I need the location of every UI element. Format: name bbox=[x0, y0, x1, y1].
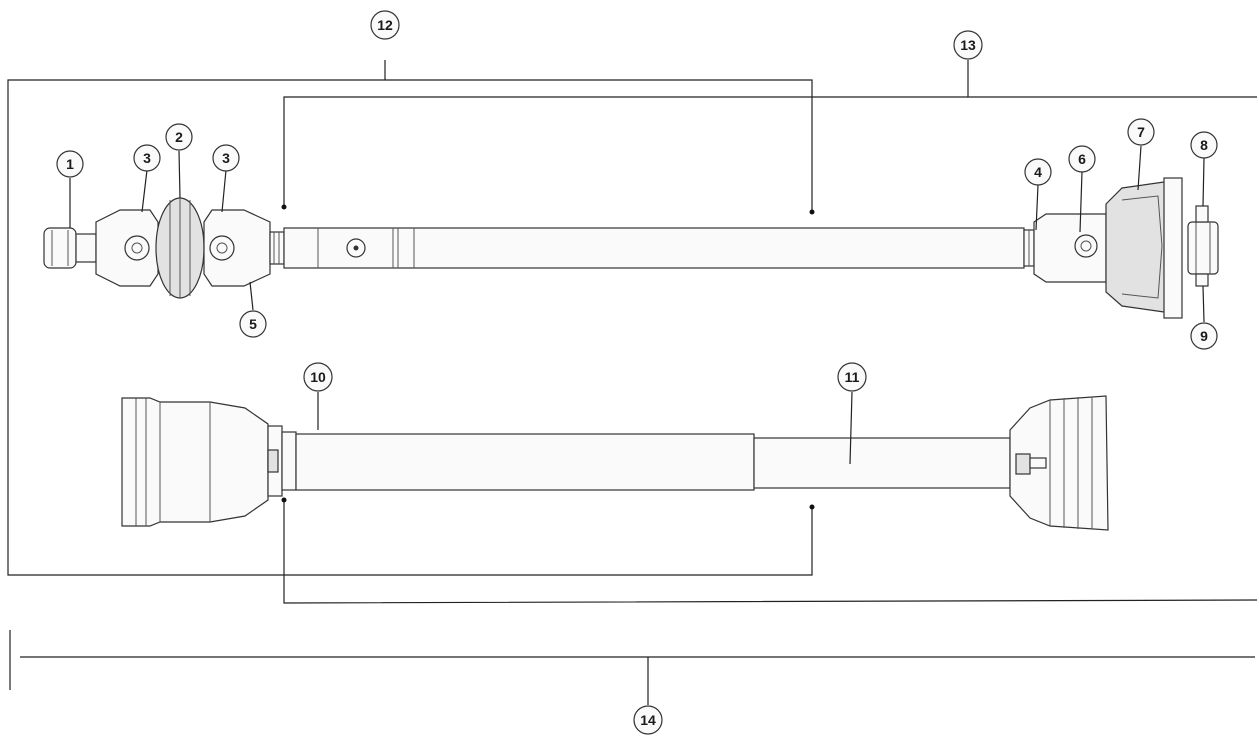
callout-3-right: 3 bbox=[212, 144, 240, 172]
lower-driveshaft-half bbox=[121, 395, 1109, 531]
callout-6: 6 bbox=[1068, 145, 1096, 173]
callout-8: 8 bbox=[1190, 131, 1218, 159]
svg-text:10: 10 bbox=[310, 369, 326, 385]
callout-4: 4 bbox=[1024, 158, 1052, 186]
callout-9: 9 bbox=[1190, 322, 1218, 350]
callout-12: 12 bbox=[370, 10, 400, 40]
bracket-13 bbox=[281, 60, 1258, 604]
svg-text:2: 2 bbox=[175, 129, 183, 145]
callout-13: 13 bbox=[953, 30, 983, 60]
callout-5: 5 bbox=[239, 310, 267, 338]
upper-driveshaft-half bbox=[43, 177, 1219, 319]
callout-10: 10 bbox=[303, 362, 333, 392]
callout-14: 14 bbox=[633, 705, 663, 735]
callout-7: 7 bbox=[1127, 118, 1155, 146]
svg-text:8: 8 bbox=[1200, 137, 1208, 153]
svg-text:1: 1 bbox=[66, 156, 74, 172]
leader-lines bbox=[69, 145, 1205, 465]
callout-3-left: 3 bbox=[133, 144, 161, 172]
svg-text:13: 13 bbox=[960, 37, 976, 53]
svg-text:9: 9 bbox=[1200, 328, 1208, 344]
svg-text:11: 11 bbox=[845, 369, 860, 385]
svg-text:4: 4 bbox=[1034, 164, 1042, 180]
svg-text:3: 3 bbox=[222, 150, 230, 166]
callout-1: 1 bbox=[56, 150, 84, 178]
svg-text:14: 14 bbox=[640, 712, 656, 728]
svg-text:3: 3 bbox=[143, 150, 151, 166]
length-dimension-14 bbox=[9, 630, 1255, 705]
svg-text:12: 12 bbox=[377, 17, 393, 33]
bracket-12 bbox=[7, 60, 815, 576]
svg-text:6: 6 bbox=[1078, 151, 1086, 167]
svg-text:7: 7 bbox=[1137, 124, 1145, 140]
callout-11: 11 bbox=[837, 362, 867, 392]
callout-2: 2 bbox=[165, 123, 193, 151]
svg-text:5: 5 bbox=[249, 316, 257, 332]
